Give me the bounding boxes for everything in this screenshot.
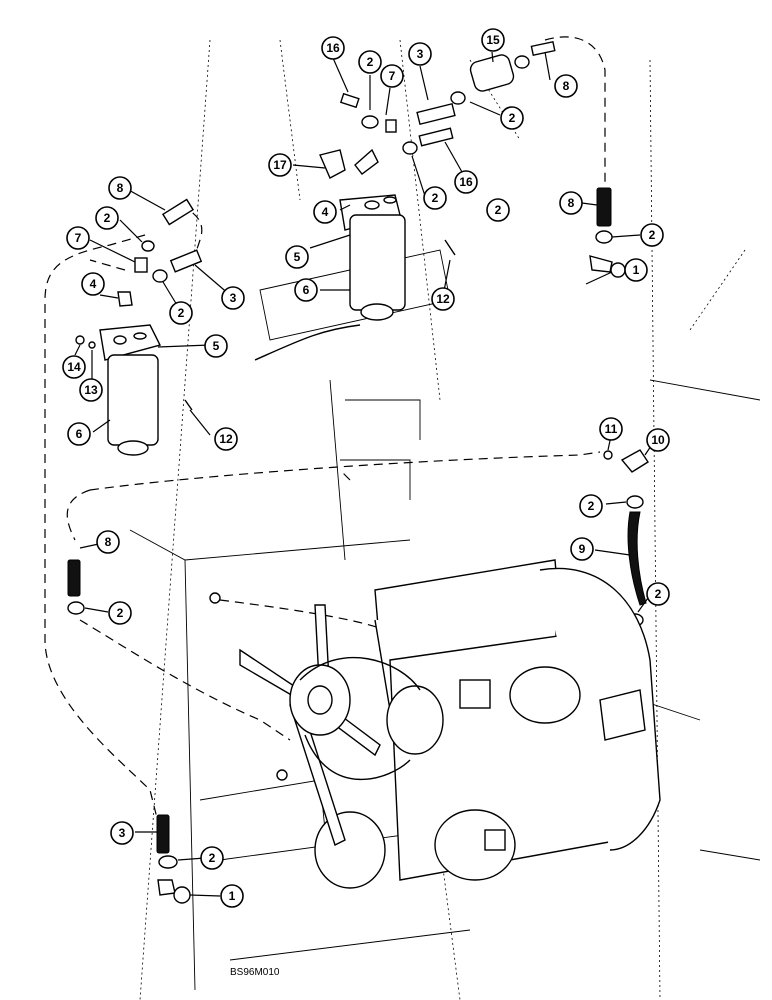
callout-8: 8 [559, 191, 583, 215]
callout-11: 11 [599, 417, 623, 441]
callout-number: 13 [84, 383, 98, 397]
callout-4: 4 [313, 200, 337, 224]
callout-8: 8 [554, 74, 578, 98]
callout-3: 3 [408, 42, 432, 66]
callout-12: 12 [431, 287, 455, 311]
callout-5: 5 [285, 245, 309, 269]
callout-7: 7 [66, 226, 90, 250]
callout-number: 3 [119, 826, 126, 840]
callout-6: 6 [294, 278, 318, 302]
callout-number: 16 [326, 41, 340, 55]
callout-number: 4 [322, 205, 329, 219]
callout-5: 5 [204, 334, 228, 358]
callout-number: 11 [605, 422, 618, 436]
callout-number: 5 [213, 339, 220, 353]
left-hoses [134, 198, 203, 283]
callout-9: 9 [570, 537, 594, 561]
callout-number: 2 [209, 851, 216, 865]
callout-number: 6 [303, 283, 310, 297]
callout-number: 2 [649, 228, 656, 242]
callout-number: 10 [651, 433, 665, 447]
callout-number: 1 [633, 263, 640, 277]
callout-16: 16 [454, 170, 478, 194]
callout-number: 2 [178, 306, 185, 320]
callout-number: 12 [436, 292, 450, 306]
callout-2: 2 [169, 301, 193, 325]
callout-number: 9 [579, 542, 586, 556]
callout-15: 15 [481, 28, 505, 52]
callout-number: 2 [117, 606, 124, 620]
callout-2: 2 [640, 223, 664, 247]
callout-1: 1 [220, 884, 244, 908]
callout-number: 15 [486, 33, 500, 47]
callout-8: 8 [108, 176, 132, 200]
callout-2: 2 [579, 494, 603, 518]
callout-number: 7 [389, 69, 396, 83]
callout-number: 7 [75, 231, 82, 245]
callout-number: 8 [563, 79, 570, 93]
callout-number: 2 [509, 111, 516, 125]
callout-number: 2 [588, 499, 595, 513]
callout-number: 4 [90, 277, 97, 291]
figure-code: BS96M010 [230, 967, 280, 978]
callout-3: 3 [221, 286, 245, 310]
callout-number: 2 [655, 587, 662, 601]
callout-2: 2 [646, 582, 670, 606]
callout-number: 2 [367, 55, 374, 69]
callout-number: 2 [104, 211, 111, 225]
callout-16: 16 [321, 36, 345, 60]
callout-3: 3 [110, 821, 134, 845]
upper-hoses [319, 40, 556, 179]
lower-left-hoses [67, 559, 191, 904]
callout-10: 10 [646, 428, 670, 452]
callout-number: 6 [76, 427, 83, 441]
callout-2: 2 [108, 601, 132, 625]
callout-number: 8 [117, 181, 124, 195]
callout-7: 7 [380, 64, 404, 88]
callout-number: 3 [230, 291, 237, 305]
callout-number: 16 [459, 175, 473, 189]
callout-6: 6 [67, 422, 91, 446]
callout-2: 2 [423, 186, 447, 210]
callout-number: 8 [568, 196, 575, 210]
callout-number: 8 [105, 535, 112, 549]
callout-17: 17 [268, 153, 292, 177]
callout-12: 12 [214, 427, 238, 451]
callout-number: 5 [294, 250, 301, 264]
callout-number: 3 [417, 47, 424, 61]
callout-number: 14 [67, 360, 81, 374]
callout-2: 2 [358, 50, 382, 74]
callout-14: 14 [62, 355, 86, 379]
callout-number: 1 [229, 889, 236, 903]
callout-8: 8 [96, 530, 120, 554]
callout-1: 1 [624, 258, 648, 282]
callout-13: 13 [79, 378, 103, 402]
engine [209, 559, 661, 889]
callout-2: 2 [95, 206, 119, 230]
right-fittings [589, 187, 649, 627]
callout-4: 4 [81, 272, 105, 296]
callout-number: 2 [432, 191, 439, 205]
callout-number: 2 [495, 203, 502, 217]
callout-2: 2 [486, 198, 510, 222]
callout-2: 2 [200, 846, 224, 870]
callout-number: 17 [273, 158, 287, 172]
callout-2: 2 [500, 106, 524, 130]
callout-number: 12 [219, 432, 233, 446]
upper-fuel-filter [339, 194, 456, 321]
left-fuel-filter [75, 291, 193, 456]
